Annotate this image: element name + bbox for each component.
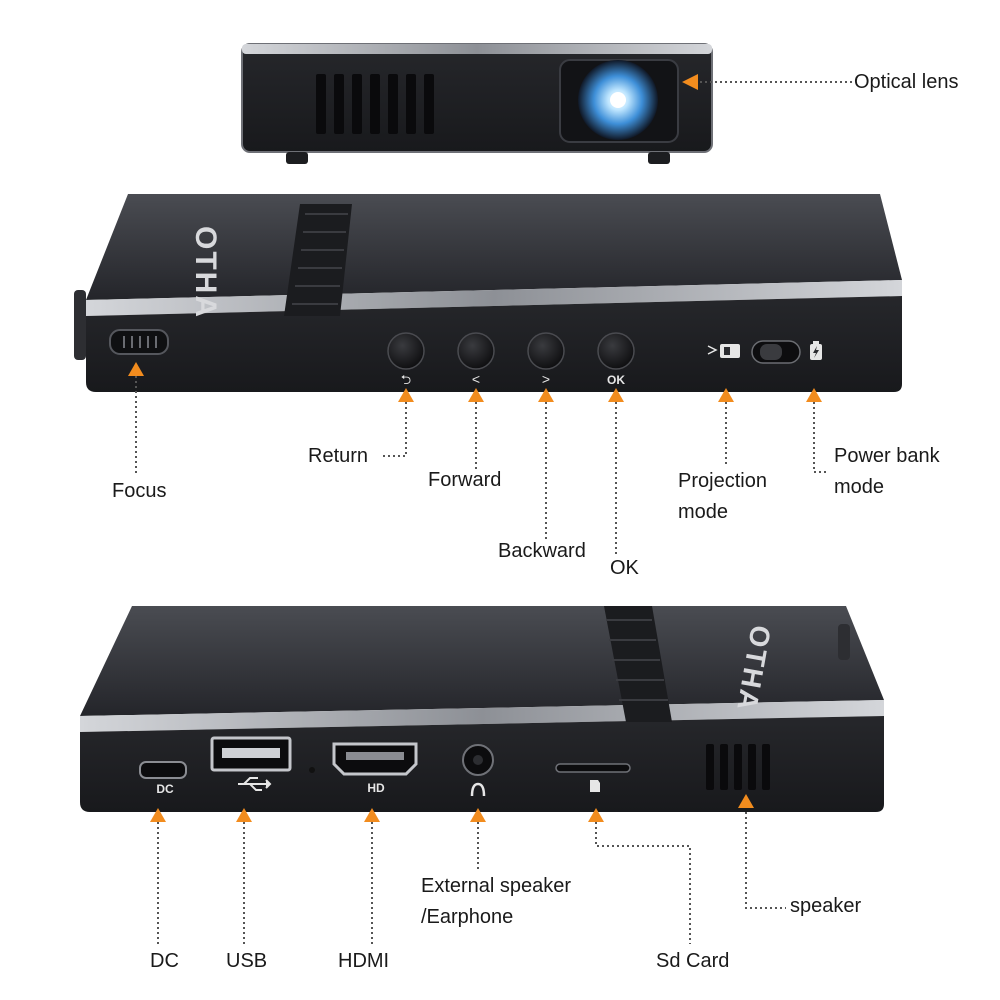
arrow-sd-card-icon — [588, 808, 604, 822]
grip-stripe-icon — [284, 204, 352, 316]
headphone-icon — [470, 782, 486, 797]
grip-stripe-icon-bottom — [604, 606, 672, 722]
front-vent-icon — [316, 74, 434, 134]
label-hdmi: HDMI — [338, 950, 390, 972]
arrow-usb-icon — [236, 808, 252, 822]
brand-logo-text: OTHA — [189, 226, 222, 319]
label-dc: DC — [150, 950, 179, 972]
projector-port-side-view: OTHA DC HD — [80, 606, 884, 812]
label-speaker: speaker — [790, 895, 862, 917]
arrow-backward-icon — [538, 388, 554, 402]
arrow-earphone-icon — [470, 808, 486, 822]
ok-icon: OK — [607, 373, 625, 387]
label-external-speaker: External speaker /Earphone — [421, 875, 572, 928]
projection-mode-icon — [707, 344, 740, 358]
projector-front-view — [241, 43, 713, 164]
label-usb: USB — [226, 950, 268, 972]
brand-logo: OTHA — [189, 226, 222, 319]
return-button[interactable] — [387, 332, 425, 370]
arrow-forward-icon — [468, 388, 484, 402]
arrow-power-bank-icon — [806, 388, 822, 402]
label-projection-mode: Projection mode — [678, 470, 767, 523]
backward-icon: > — [542, 371, 550, 387]
arrow-hdmi-icon — [364, 808, 380, 822]
sd-card-slot-icon — [555, 763, 631, 773]
arrow-ok-icon — [608, 388, 624, 402]
forward-icon: < — [472, 371, 480, 387]
arrow-dc-icon — [150, 808, 166, 822]
callout-leaders — [135, 81, 852, 944]
forward-button[interactable] — [457, 332, 495, 370]
device-top-surface — [86, 194, 902, 300]
label-ok: OK — [610, 557, 639, 579]
arrow-projection-mode-icon — [718, 388, 734, 402]
label-focus: Focus — [112, 480, 167, 502]
callout-arrows — [128, 74, 822, 822]
dc-port-label: DC — [156, 782, 174, 796]
label-optical-lens: Optical lens — [854, 71, 959, 93]
label-backward: Backward — [498, 540, 586, 562]
arrow-return-icon — [398, 388, 414, 402]
dc-port-icon — [139, 761, 187, 779]
arrow-focus-icon — [128, 362, 144, 376]
label-forward: Forward — [428, 469, 502, 491]
hd-port-label: HD — [367, 781, 385, 795]
arrow-optical-lens-icon — [682, 74, 698, 90]
device-top-surface-bottom — [80, 606, 884, 716]
label-sd-card: Sd Card — [656, 950, 730, 972]
battery-icon — [810, 341, 822, 360]
return-icon: ⮌ — [401, 373, 411, 388]
arrow-speaker-icon — [738, 794, 754, 808]
usb-symbol-icon — [238, 777, 272, 791]
sd-card-symbol-icon — [590, 780, 600, 792]
speaker-grille-icon — [706, 744, 770, 790]
label-return: Return — [308, 445, 369, 467]
label-power-bank-mode: Power bank mode — [834, 445, 940, 498]
backward-button[interactable] — [527, 332, 565, 370]
projector-control-side-view: OTHA ⮌ < > OK — [74, 194, 902, 392]
ok-button[interactable] — [597, 332, 635, 370]
